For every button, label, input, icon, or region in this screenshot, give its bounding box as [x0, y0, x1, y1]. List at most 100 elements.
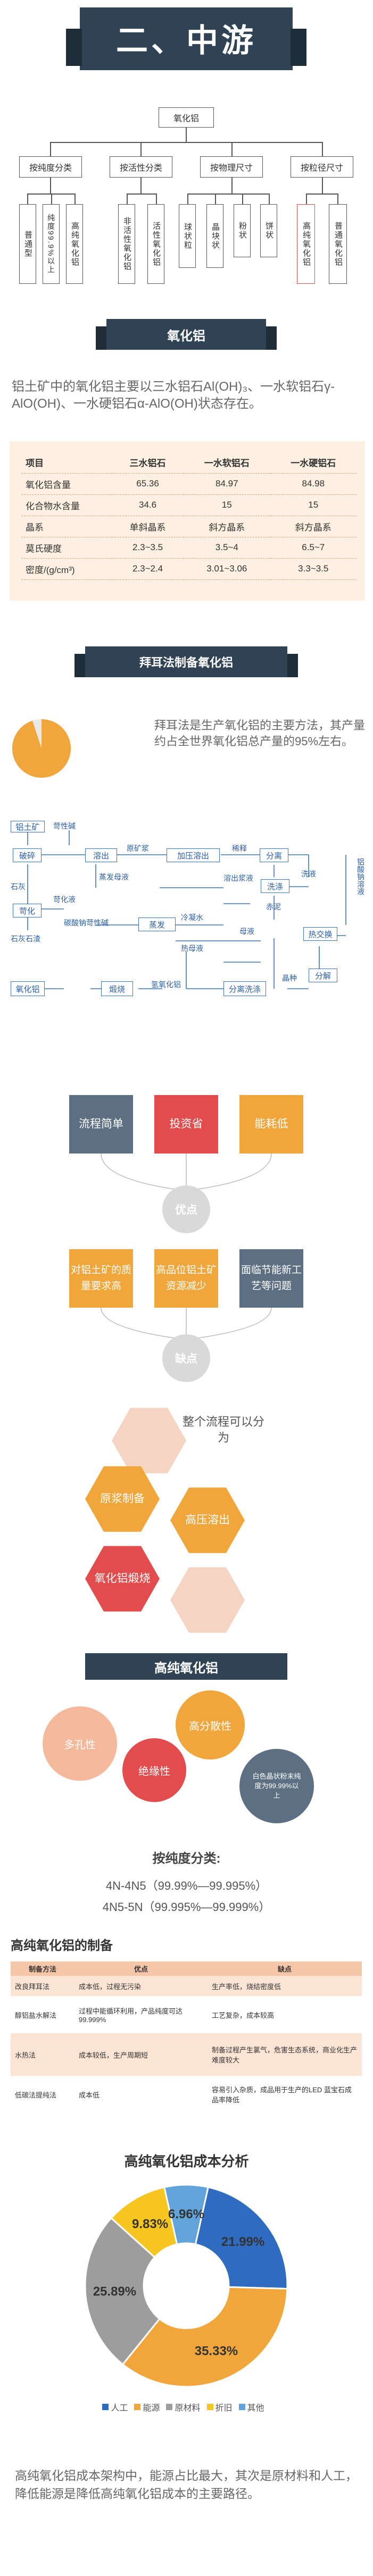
- flow-dilute-text: 稀释: [232, 844, 247, 853]
- con-quality: 对铝土矿的质量要求高: [69, 1249, 133, 1308]
- table-cell: 65.36: [112, 473, 184, 495]
- flow-crush-label: 破碎: [19, 851, 35, 861]
- flow-lime-text: 石灰: [11, 882, 26, 891]
- tree-leaf-label: 活性氧化铝: [152, 221, 161, 267]
- flow-recyc-label: 苛化液: [53, 894, 76, 905]
- pros-connector: [101, 1154, 272, 1191]
- table-cell: 2.3~2.4: [112, 558, 184, 580]
- bubble-dispersion: 高分散性: [176, 1690, 245, 1760]
- pro-text: 投资省: [169, 1118, 203, 1130]
- pie-value-label: 35.33%: [195, 2344, 238, 2359]
- table-header-cell: 优点: [134, 1965, 148, 1973]
- cost-description: 高纯氧化铝成本架构中，能源占比最大，其次是原材料和人工，降低能源是降低高纯氧化铝…: [15, 2466, 361, 2503]
- flow-hot-mother-text: 热母液: [181, 944, 203, 953]
- table-header: 制备方法 优点 缺点: [11, 1962, 362, 1976]
- legend-swatch: [102, 2404, 109, 2410]
- flow-wash: 洗涤: [261, 879, 289, 893]
- table-header-cell: 一水硬铝石: [270, 452, 357, 474]
- tree-group-label: 按粒径尺寸: [300, 164, 343, 173]
- flow-dilute-label: 稀释: [232, 843, 247, 854]
- process-caption: 整个流程可以分为: [181, 1414, 266, 1446]
- bayer-description-text: 拜耳法是生产氧化铝的主要方法，其产量约占全世界氧化铝总产量的95%左右。: [154, 719, 366, 748]
- table-header-cell: 一水软铝石: [184, 452, 270, 474]
- con-process: 面临节能新工艺等问题: [239, 1249, 303, 1308]
- table-header-cell: 制备方法: [28, 1965, 56, 1973]
- table-header-cell: 缺点: [277, 1965, 292, 1973]
- flow-wash-liquor-text: 洗液: [301, 870, 316, 878]
- table-cell: 密度/(g/cm³): [21, 558, 112, 580]
- table-cell: 3.3~3.5: [270, 558, 357, 580]
- bubble-white-powder: 白色晶状粉末纯度为99.99%以上: [239, 1749, 314, 1823]
- flow-dissolve: 溶出: [85, 848, 117, 862]
- tree-leaf-part: 氧化铝: [70, 239, 79, 267]
- tree-leaf-powder: 粉状: [234, 204, 251, 257]
- pros-label: 优点: [175, 1204, 197, 1216]
- legend-swatch: [206, 2404, 213, 2410]
- tree-root: 氧化铝: [159, 107, 214, 128]
- process-caption-text: 整个流程可以分为: [182, 1415, 264, 1444]
- grade-title: 按纯度分类:: [0, 1848, 373, 1866]
- table-cell: 成本较低，生产周期短: [79, 2051, 148, 2059]
- tree-leaf-part: 高纯: [70, 221, 79, 240]
- flow-pressure: 加压溶出: [167, 848, 220, 862]
- tree-group-size: 按粒径尺寸: [291, 156, 353, 178]
- table-cell: 晶系: [21, 516, 112, 537]
- legend-label: 人工: [111, 2404, 128, 2413]
- cost-title: 高纯氧化铝成本分析: [0, 2151, 373, 2170]
- table-row: 晶系单斜晶系斜方晶系斜方晶系: [21, 516, 357, 537]
- legend-item: 能源: [134, 2401, 160, 2413]
- flow-soda-text: 碳酸钠苛性碱: [64, 919, 109, 927]
- pro-text: 能耗低: [254, 1118, 288, 1130]
- grade-title-text: 按纯度分类:: [152, 1851, 221, 1866]
- flow-classify-label: 分离洗涤: [228, 984, 261, 994]
- tree-leaf-inactive: 非活性氧化铝: [118, 204, 135, 284]
- hex-step-text: 原浆制备: [100, 1493, 145, 1505]
- pie-slice-人工: [194, 2186, 288, 2290]
- tree-group-label: 按物理尺寸: [210, 164, 253, 173]
- flow-lime-slag-label: 石灰石渣: [11, 933, 40, 944]
- pie-value-label: 6.96%: [168, 2207, 204, 2221]
- table-header: 项目 三水铝石 一水软铝石 一水硬铝石: [21, 452, 357, 474]
- table-cell: 氧化铝含量: [21, 473, 112, 495]
- table-cell: 6.5~7: [270, 537, 357, 559]
- pie-value-label: 25.89%: [93, 2285, 136, 2299]
- pro-simple: 流程简单: [69, 1095, 133, 1154]
- cost-pie-chart: 21.99%35.33%25.89%9.83%6.96%: [84, 2184, 288, 2388]
- flow-evap-mother-label: 蒸发母液: [99, 872, 129, 882]
- flow-soda-label: 碳酸钠苛性碱: [64, 917, 109, 928]
- flow-calcine-label: 煅烧: [109, 984, 125, 994]
- flow-exchange: 热交换: [303, 927, 337, 941]
- section-ribbon-bayer: 拜耳法制备氧化铝: [74, 646, 298, 677]
- flow-evap-mother-text: 蒸发母液: [99, 873, 129, 881]
- legend-label: 能源: [143, 2404, 160, 2413]
- pros-label-circle: 优点: [162, 1185, 210, 1233]
- con-resource: 高品位铝土矿资源减少: [154, 1249, 218, 1308]
- tree-leaf-active: 活性氧化铝: [147, 204, 164, 284]
- alumina-description-text: 铝土矿中的氧化铝主要以三水铝石Al(OH)₃、一水软铝石γ-AlO(OH)、一水…: [12, 380, 335, 411]
- legend-swatch: [238, 2404, 245, 2410]
- bayer-share-pie: [12, 719, 71, 778]
- pro-text: 流程简单: [79, 1118, 123, 1130]
- bubble-text: 绝缘性: [138, 1765, 170, 1778]
- table-cell: 生产率低，烧结密度低: [212, 1982, 281, 1991]
- grade-line-2: 4N5-5N（99.995%—99.999%）: [0, 1898, 373, 1915]
- tree-root-label: 氧化铝: [173, 114, 199, 123]
- cost-legend: 人工能源原材料折旧其他: [0, 2401, 373, 2413]
- table-cell: 成本低: [79, 2091, 100, 2099]
- table-cell: 制备过程产生氯气，危害生态系统，商业化生产难度较大: [212, 2046, 358, 2064]
- table-cell: 过程中能循环利用，产品纯度可达99.999%: [79, 2007, 183, 2024]
- tree-leaf-sphere: 球状粒: [179, 204, 196, 268]
- con-text: 面临节能新工艺等问题: [241, 1265, 302, 1292]
- process-steps: 整个流程可以分为 原浆制备 高压溶出 氧化铝煅烧: [0, 1403, 373, 1633]
- pie-slice-原材料: [84, 2217, 161, 2366]
- section-title: 拜耳法制备氧化铝: [139, 656, 233, 669]
- section-bar-high-purity: 高纯氧化铝: [85, 1653, 287, 1680]
- table-cell: 84.97: [184, 473, 270, 495]
- table-row: 水热法成本较低，生产周期短制备过程产生氯气，危害生态系统，商业化生产难度较大: [11, 2033, 362, 2076]
- flow-decompose: 分解: [309, 969, 337, 982]
- legend-label: 原材料: [175, 2404, 201, 2413]
- tree-leaf-label: 非活性氧化铝: [122, 217, 131, 271]
